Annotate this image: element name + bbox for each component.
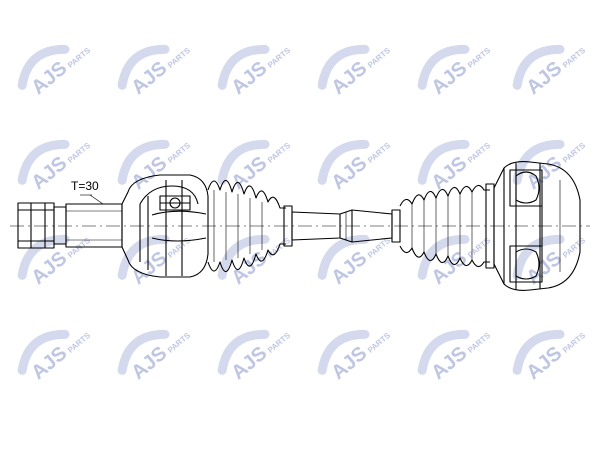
watermark-suffix: PARTS: [366, 330, 393, 354]
shaft-bar: [291, 209, 401, 243]
watermark-suffix: PARTS: [561, 140, 588, 164]
watermark-suffix: PARTS: [366, 140, 393, 164]
drive-shaft: [10, 161, 590, 291]
watermark-suffix: PARTS: [466, 45, 493, 69]
watermark-suffix: PARTS: [66, 330, 93, 354]
spline-label: T=30: [71, 179, 99, 193]
watermark-suffix: PARTS: [366, 45, 393, 69]
watermark-suffix: PARTS: [166, 235, 193, 259]
watermark-suffix: PARTS: [166, 330, 193, 354]
outer-boot: [207, 179, 293, 273]
watermark-suffix: PARTS: [466, 140, 493, 164]
watermark-suffix: PARTS: [266, 45, 293, 69]
watermark-suffix: PARTS: [266, 140, 293, 164]
watermark-suffix: PARTS: [166, 45, 193, 69]
watermark-suffix: PARTS: [466, 235, 493, 259]
outer-cv-joint: [121, 174, 209, 278]
watermark-suffix: PARTS: [466, 330, 493, 354]
inner-tripod-joint: [493, 161, 581, 291]
watermark-suffix: PARTS: [166, 140, 193, 164]
watermark-suffix: PARTS: [561, 330, 588, 354]
watermark-suffix: PARTS: [66, 235, 93, 259]
watermark-suffix: PARTS: [266, 330, 293, 354]
watermark-suffix: PARTS: [266, 235, 293, 259]
watermark-suffix: PARTS: [561, 235, 588, 259]
spline-stub: [17, 194, 123, 249]
watermark-suffix: PARTS: [66, 45, 93, 69]
watermark-suffix: PARTS: [561, 45, 588, 69]
watermark-suffix: PARTS: [66, 140, 93, 164]
